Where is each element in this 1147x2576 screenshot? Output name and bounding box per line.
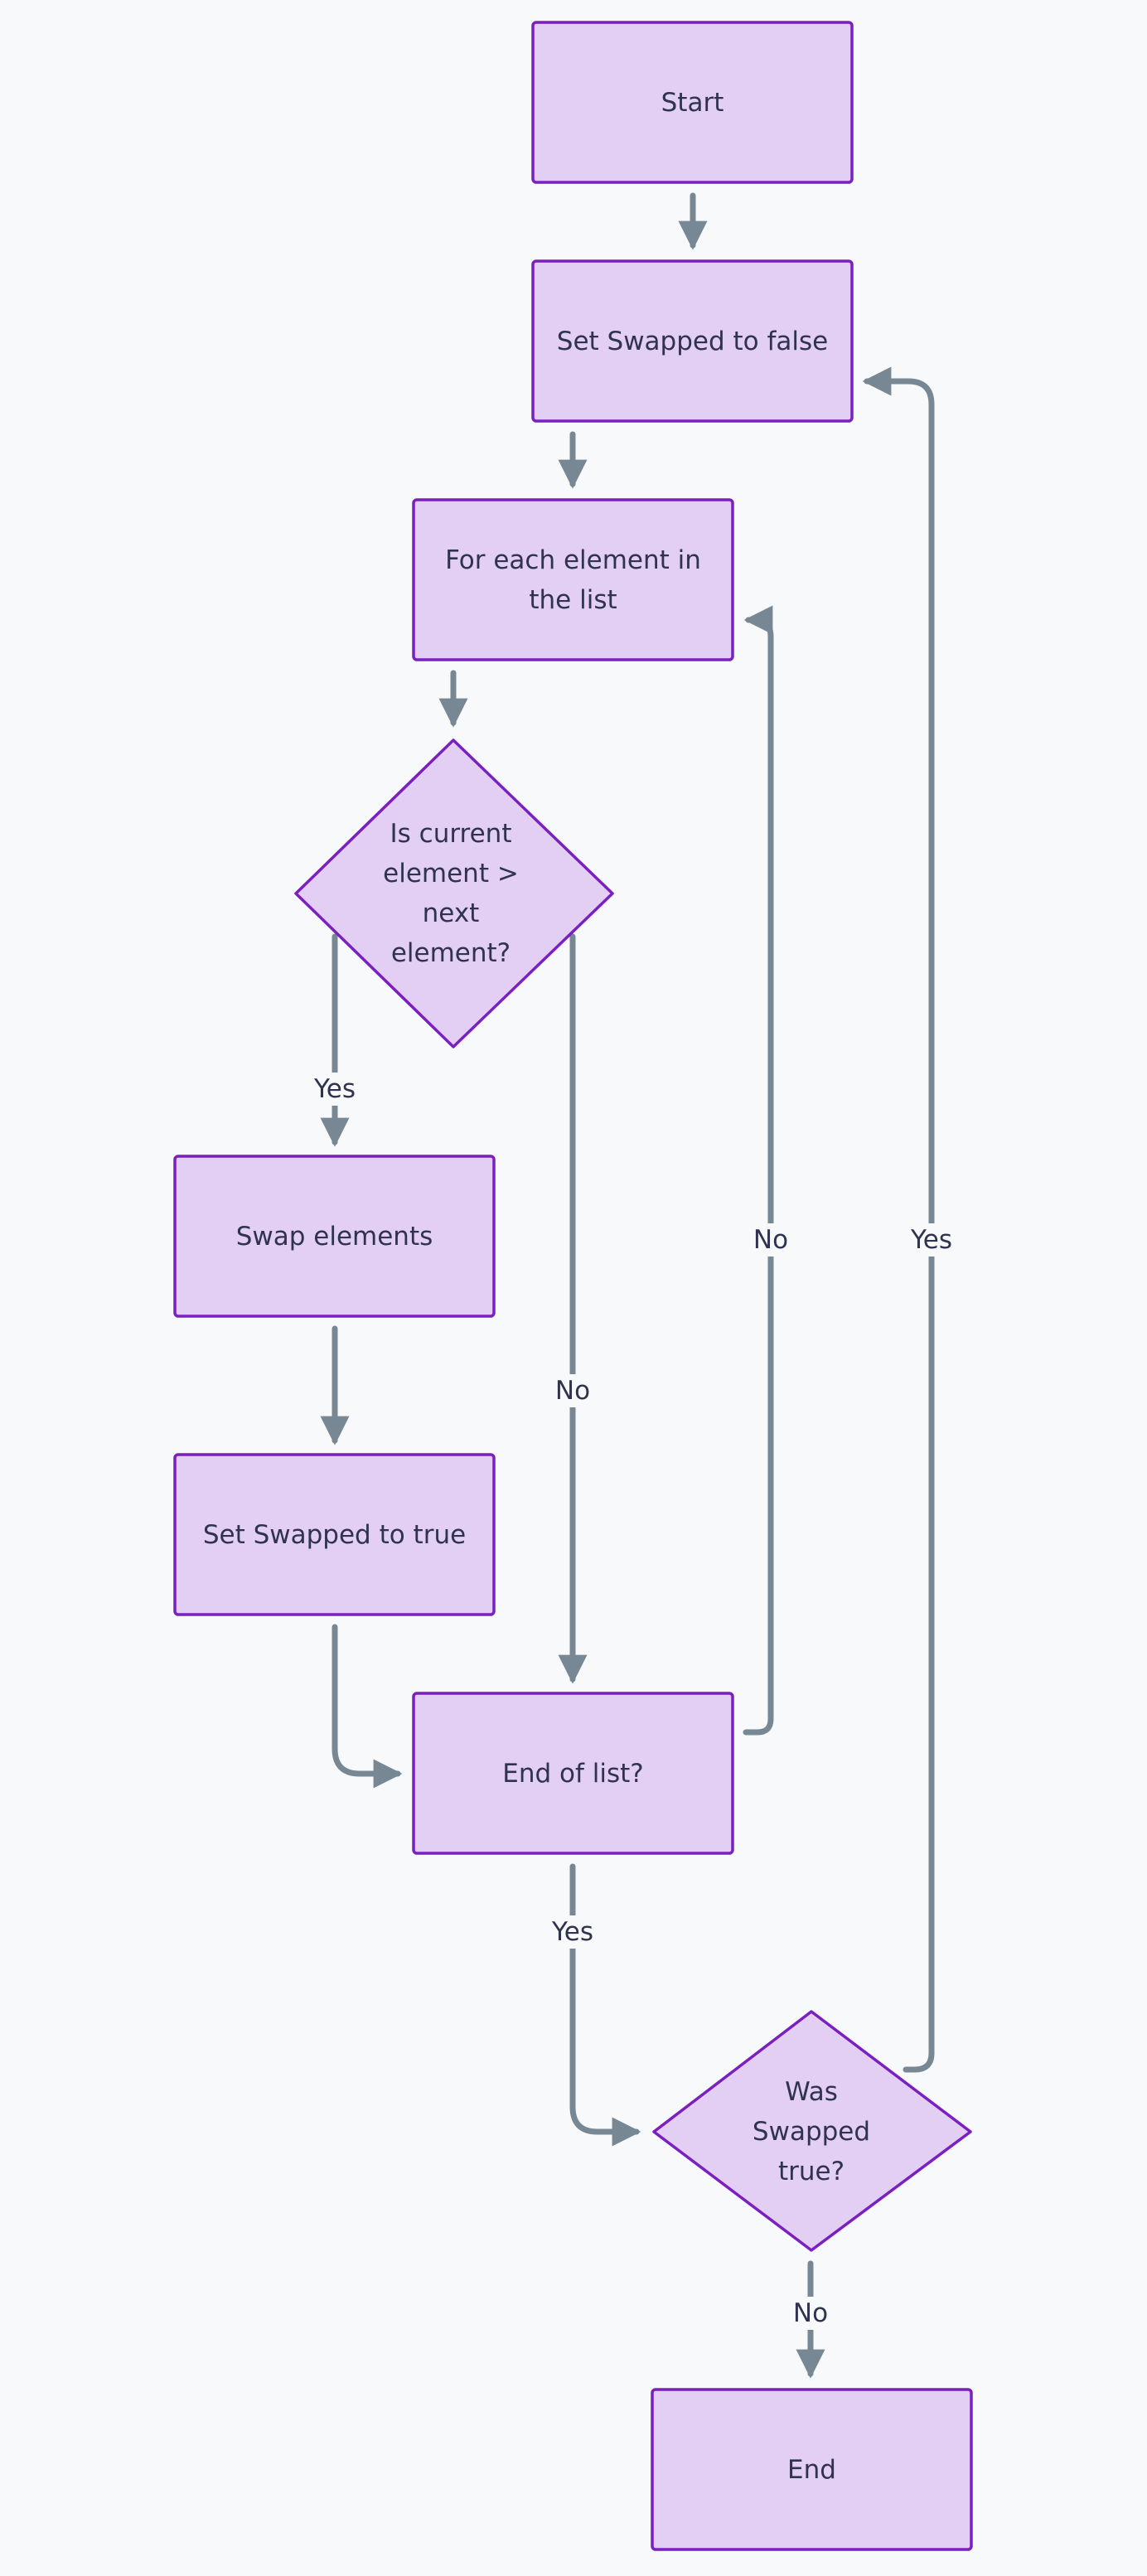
edge-end-of-list-no — [743, 605, 774, 1736]
start-node: Start — [661, 87, 724, 118]
is-greater-decision: Is current element > next element? — [383, 819, 519, 968]
set-swapped-false-node: Set Swapped to false — [556, 326, 829, 356]
set-swapped-true-node: Set Swapped to true — [202, 1519, 467, 1550]
end-node: End — [787, 2454, 836, 2485]
for-each-node-shape — [412, 498, 734, 661]
was-swapped-decision: Was Swapped true? — [752, 2077, 871, 2186]
edge-label-was-swapped-yes: Yes — [898, 1223, 965, 1257]
edge-set-true-to-end-of-list — [332, 1624, 403, 1789]
edge-label-end-of-list-yes: Yes — [540, 1915, 606, 1949]
edge-end-of-list-yes — [569, 1863, 641, 2147]
edge-label-is-greater-yes: Yes — [302, 1073, 368, 1106]
swap-node: Swap elements — [235, 1221, 433, 1252]
for-each-node: For each element in the list — [445, 545, 701, 615]
end-of-list-node-shape — [412, 1692, 734, 1855]
end-node-shape — [651, 2388, 973, 2551]
set-swapped-false-node-shape — [531, 259, 854, 423]
start-node-shape — [531, 21, 854, 184]
end-of-list-node: End of list? — [502, 1758, 644, 1789]
was-swapped-decision-shape — [652, 2010, 972, 2252]
is-greater-decision-shape — [294, 738, 614, 1048]
edge-label-was-swapped-no: No — [786, 2297, 835, 2330]
swap-node-shape — [173, 1155, 496, 1318]
set-swapped-true-node-shape — [173, 1453, 496, 1616]
edge-label-end-of-list-no: No — [746, 1223, 796, 1257]
edge-label-is-greater-no: No — [548, 1374, 598, 1407]
